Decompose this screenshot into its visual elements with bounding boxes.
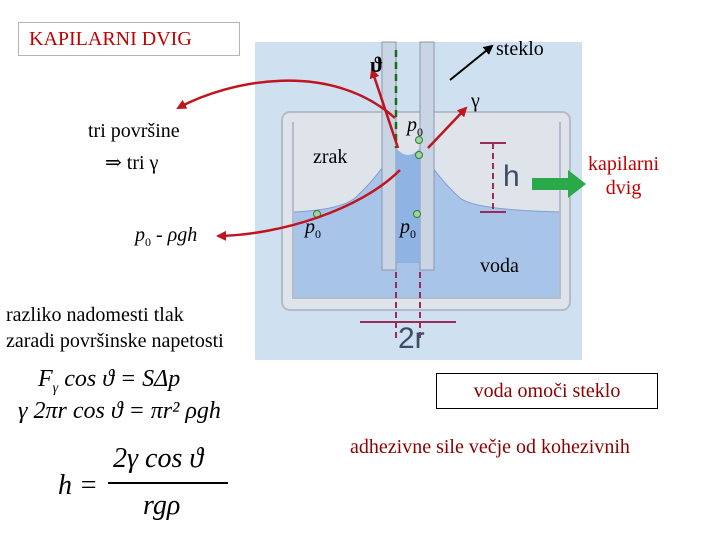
equation-h-lhs: h = (58, 470, 98, 501)
label-p0-left: p0 (305, 216, 321, 241)
label-theta: ϑ (370, 52, 384, 77)
curve-arrow-pressure (216, 169, 401, 241)
label-voda: voda (480, 255, 519, 277)
equation-expanded: γ 2πr cos ϑ = πr² ρgh (18, 398, 221, 424)
note-adhezivne-text: adhezivne sile večje od kohezivnih (350, 436, 630, 458)
equation-h-denominator: rgρ (143, 490, 181, 521)
label-steklo: steklo (496, 38, 544, 60)
label-kapilarni-dvig: kapilarni dvig (588, 153, 660, 199)
title-text: KAPILARNI DVIG (29, 28, 192, 50)
label-zrak: zrak (313, 146, 348, 168)
equation-h-fraction-bar (108, 482, 228, 484)
glass-tube-left-wall (381, 41, 397, 271)
label-gamma: γ (471, 90, 480, 112)
steklo-arrow (449, 44, 494, 81)
label-p0-top: p0 (407, 114, 423, 139)
label-p0-tube: p0 (400, 216, 416, 241)
pressure-text: p0 - ρgh (135, 224, 198, 249)
tri-gamma-text: ⇒ tri γ (105, 152, 159, 174)
label-h: h (503, 160, 520, 193)
dot-p0-top (415, 136, 423, 144)
kapilarni-arrow (532, 170, 586, 198)
title-box: KAPILARNI DVIG (18, 22, 240, 56)
tri-povrsine-text: tri površine (88, 120, 180, 142)
label-2r: 2r (398, 322, 425, 355)
container-inner (292, 122, 561, 299)
equation-force-balance: Fγ cos ϑ = SΔp (38, 366, 181, 396)
curve-arrow-tri-povrsine (176, 79, 396, 119)
dot-p0-tube (413, 210, 421, 218)
note-voda-omoci-text: voda omoči steklo (473, 380, 621, 402)
razliko-text: razliko nadomesti tlak zaradi površinske… (6, 304, 224, 352)
tube-water-column (396, 148, 420, 262)
equation-h-numerator: 2γ cos ϑ (113, 443, 204, 474)
note-voda-omoci-box: voda omoči steklo (436, 373, 658, 409)
dot-p0-tube-upper (415, 151, 423, 159)
gamma-arrow (427, 106, 468, 149)
